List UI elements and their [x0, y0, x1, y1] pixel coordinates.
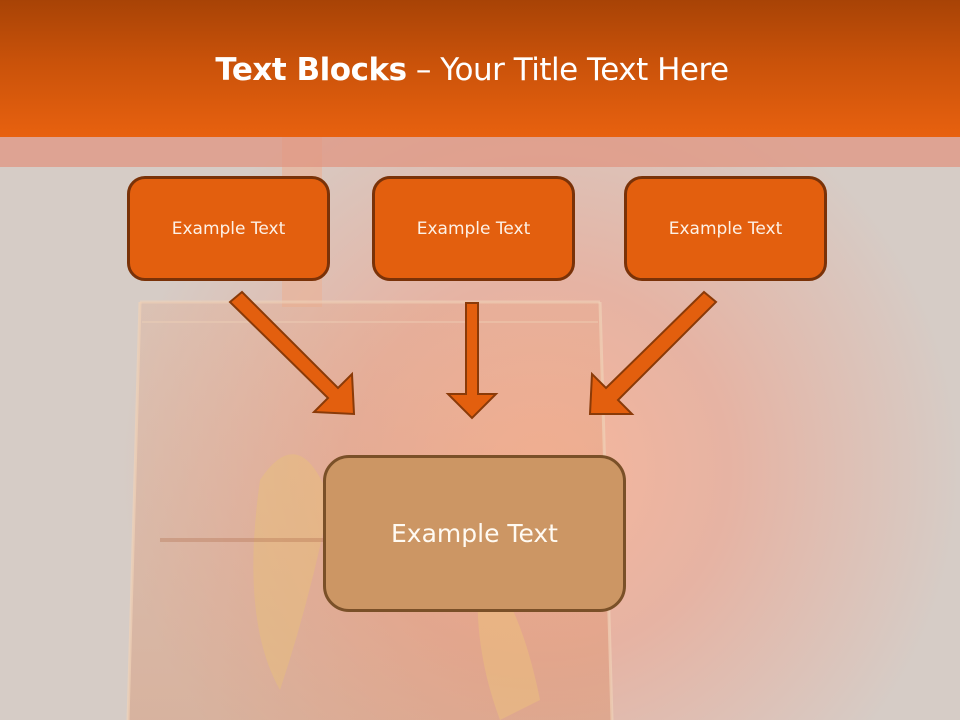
arrow-left-diagonal-icon[interactable] [228, 290, 356, 416]
title-bold-part: Text Blocks [215, 52, 407, 88]
arrow-center-down-icon[interactable] [445, 302, 499, 420]
text-block-label: Example Text [416, 218, 531, 239]
title-dash: – [406, 52, 441, 88]
text-block-label: Example Text [668, 218, 783, 239]
title-underline-strip [0, 137, 960, 167]
title-bar [0, 0, 960, 137]
arrow-right-diagonal-icon[interactable] [588, 290, 718, 415]
title-rest-part: Your Title Text Here [440, 52, 729, 88]
text-block-label: Example Text [171, 218, 286, 239]
top-text-block-2[interactable]: Example Text [372, 176, 575, 281]
center-text-block[interactable]: Example Text [323, 455, 626, 612]
top-text-block-1[interactable]: Example Text [127, 176, 330, 281]
top-text-block-3[interactable]: Example Text [624, 176, 827, 281]
center-block-label: Example Text [391, 519, 558, 548]
slide-title[interactable]: Text Blocks – Your Title Text Here [0, 52, 944, 88]
